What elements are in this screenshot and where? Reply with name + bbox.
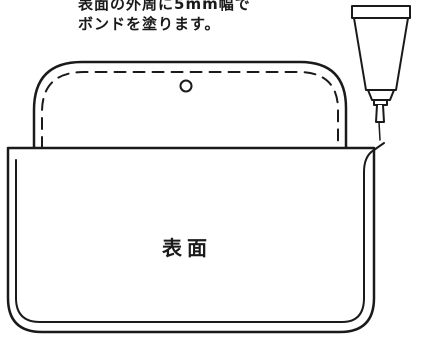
glue-line bbox=[15, 142, 385, 323]
front-face bbox=[6, 142, 385, 334]
instruction-line-1: 表面の外周に5mm幅で bbox=[78, 0, 251, 13]
flap bbox=[32, 60, 348, 150]
instruction-line-2: ボンドを塗ります。 bbox=[78, 15, 221, 33]
glue-tube-icon bbox=[351, 5, 411, 141]
front-face-label: 表面 bbox=[162, 236, 212, 260]
snap-button-icon bbox=[179, 79, 193, 93]
flap-stitch-line bbox=[41, 71, 339, 149]
instruction-caption: 表面の外周に5mm幅で ボンドを塗ります。 bbox=[78, 0, 251, 34]
